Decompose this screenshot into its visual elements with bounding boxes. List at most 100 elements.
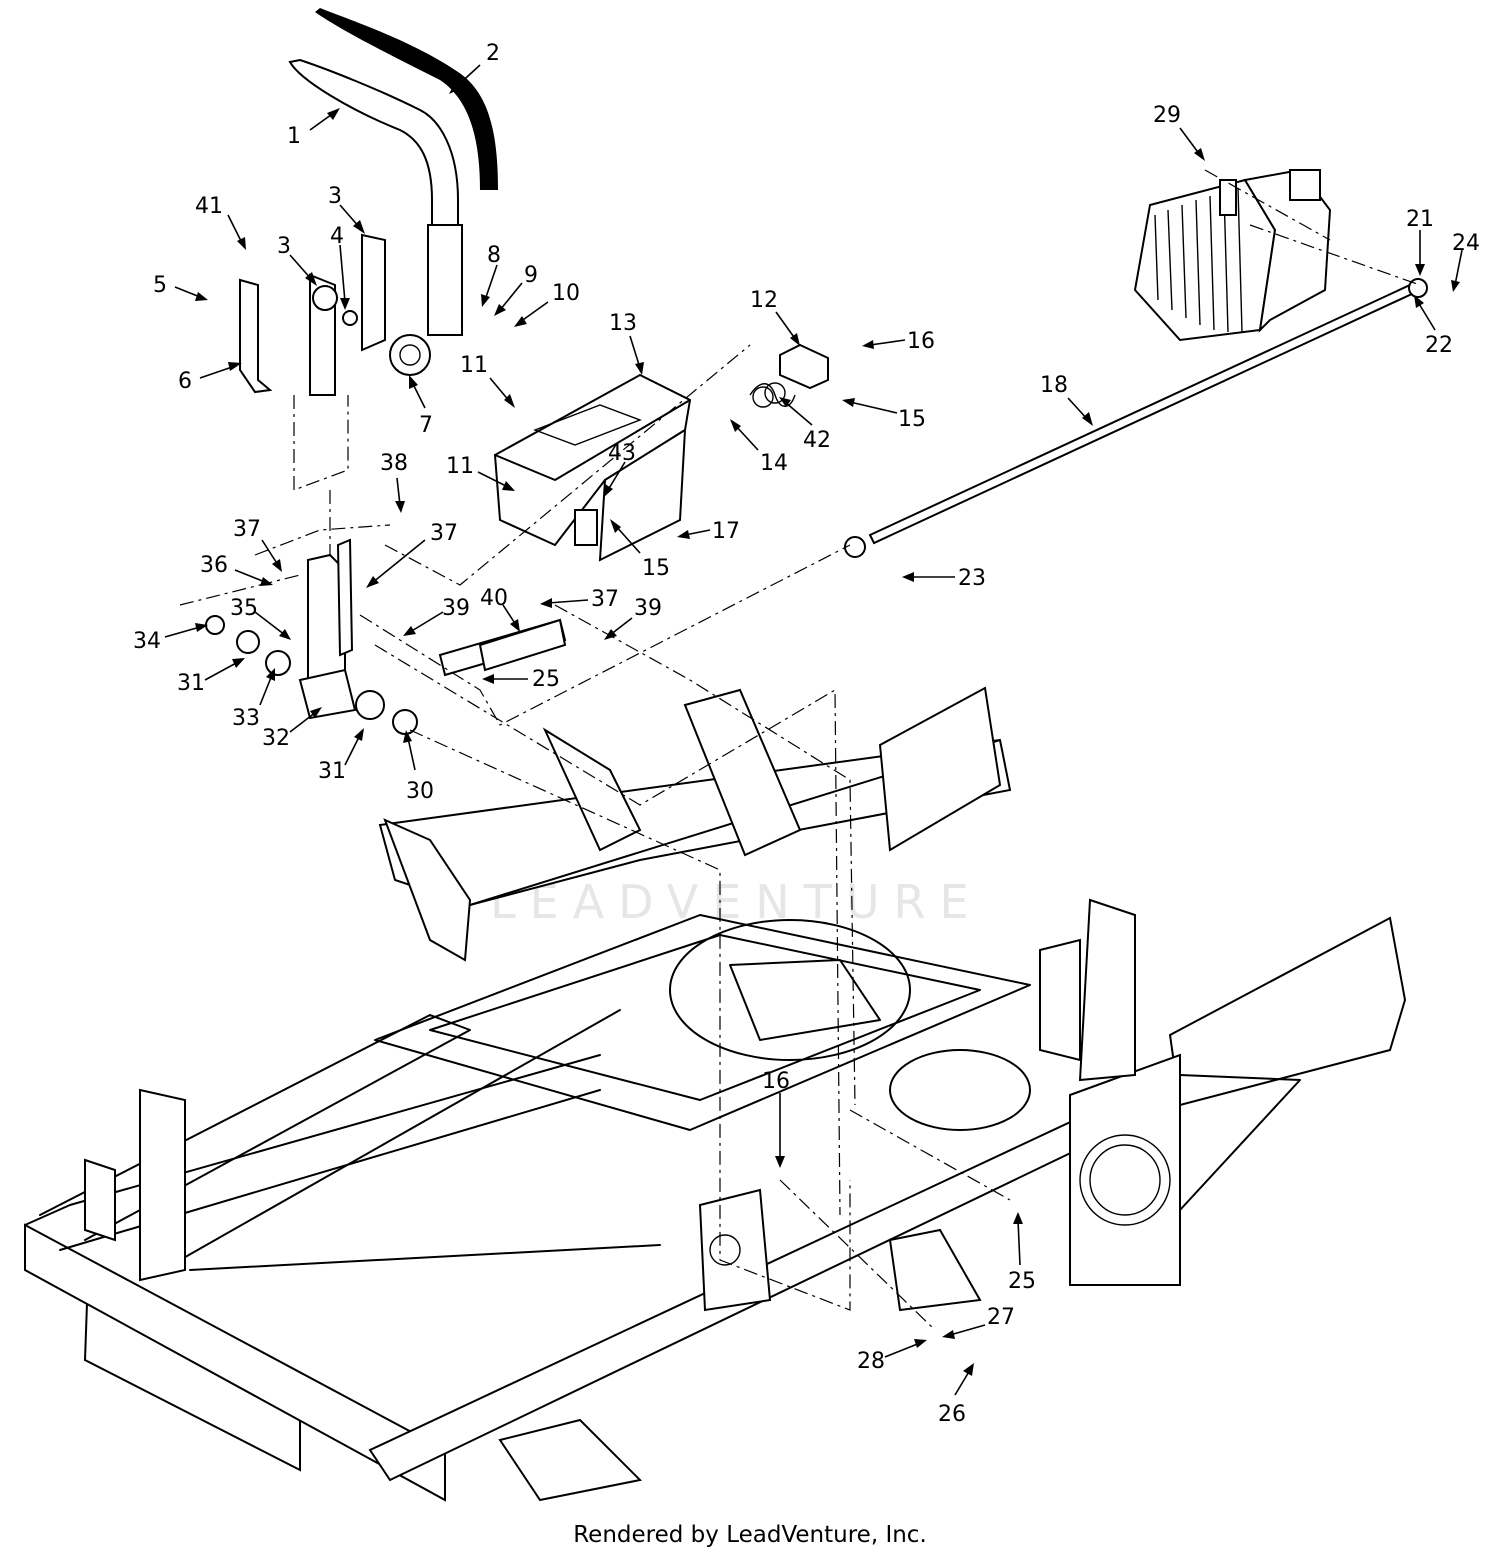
svg-text:40: 40 <box>480 586 508 611</box>
callout-13[interactable]: 13 <box>609 311 644 375</box>
svg-text:6: 6 <box>178 369 192 394</box>
callout-22[interactable]: 22 <box>1414 295 1453 358</box>
callout-43[interactable]: 43 <box>604 441 636 497</box>
svg-text:28: 28 <box>857 1349 885 1374</box>
damper-cylinder <box>438 618 567 677</box>
callout-32[interactable]: 32 <box>262 707 322 751</box>
callout-38[interactable]: 38 <box>380 451 408 513</box>
callout-31a[interactable]: 31 <box>177 658 245 696</box>
lower-lever-assembly <box>205 538 418 735</box>
callout-7[interactable]: 7 <box>409 375 433 438</box>
svg-text:38: 38 <box>380 451 408 476</box>
svg-text:8: 8 <box>487 243 501 268</box>
svg-text:29: 29 <box>1153 103 1181 128</box>
callout-2[interactable]: 2 <box>449 41 500 94</box>
svg-text:21: 21 <box>1406 207 1434 232</box>
callout-12[interactable]: 12 <box>750 288 800 346</box>
callout-30[interactable]: 30 <box>403 730 434 804</box>
svg-text:37: 37 <box>233 517 261 542</box>
mower-frame <box>24 686 1407 1502</box>
svg-text:7: 7 <box>419 413 433 438</box>
callout-15a[interactable]: 15 <box>842 398 926 432</box>
svg-text:31: 31 <box>318 759 346 784</box>
callout-5[interactable]: 5 <box>153 273 208 301</box>
callout-39a[interactable]: 39 <box>403 596 470 636</box>
assembly-guide-lines <box>179 169 1421 1331</box>
svg-text:34: 34 <box>133 629 161 654</box>
control-rod <box>844 278 1428 558</box>
svg-text:17: 17 <box>712 519 740 544</box>
svg-text:25: 25 <box>532 667 560 692</box>
callout-9[interactable]: 9 <box>494 263 538 316</box>
svg-text:37: 37 <box>430 521 458 546</box>
handle-grip <box>315 8 498 190</box>
svg-text:14: 14 <box>760 451 788 476</box>
svg-text:3: 3 <box>277 234 291 259</box>
callout-25b[interactable]: 25 <box>1008 1212 1036 1294</box>
callout-31b[interactable]: 31 <box>318 728 364 784</box>
callout-3b[interactable]: 3 <box>277 234 317 286</box>
svg-text:30: 30 <box>406 779 434 804</box>
svg-text:11: 11 <box>446 454 474 479</box>
svg-text:31: 31 <box>177 671 205 696</box>
callout-11b[interactable]: 11 <box>446 454 515 491</box>
svg-text:5: 5 <box>153 273 167 298</box>
control-tower-bracket <box>493 373 692 562</box>
callout-34[interactable]: 34 <box>133 623 208 654</box>
callout-25a[interactable]: 25 <box>482 667 560 692</box>
callout-10[interactable]: 10 <box>514 281 580 327</box>
callout-16a[interactable]: 16 <box>862 329 935 354</box>
callout-17[interactable]: 17 <box>677 519 740 544</box>
callout-18[interactable]: 18 <box>1040 373 1093 426</box>
svg-text:12: 12 <box>750 288 778 313</box>
callout-8[interactable]: 8 <box>481 243 501 307</box>
svg-text:2: 2 <box>486 41 500 66</box>
callout-11a[interactable]: 11 <box>460 353 515 408</box>
callout-6[interactable]: 6 <box>178 362 242 394</box>
steering-handle <box>288 58 463 336</box>
callout-14[interactable]: 14 <box>730 419 788 476</box>
svg-text:25: 25 <box>1008 1269 1036 1294</box>
callout-1[interactable]: 1 <box>287 108 340 149</box>
spring-bracket <box>749 343 829 408</box>
callout-24[interactable]: 24 <box>1451 231 1480 292</box>
svg-text:16: 16 <box>762 1069 790 1094</box>
callout-42[interactable]: 42 <box>779 397 831 453</box>
callout-21[interactable]: 21 <box>1406 207 1434 276</box>
svg-text:13: 13 <box>609 311 637 336</box>
callout-3a[interactable]: 3 <box>328 184 365 234</box>
callout-37c[interactable]: 37 <box>540 587 619 612</box>
callout-16b[interactable]: 16 <box>762 1069 790 1168</box>
svg-text:42: 42 <box>803 428 831 453</box>
callout-37a[interactable]: 37 <box>233 517 282 572</box>
svg-text:15: 15 <box>642 556 670 581</box>
callout-35[interactable]: 35 <box>230 596 291 640</box>
svg-text:24: 24 <box>1452 231 1480 256</box>
svg-text:4: 4 <box>330 224 344 249</box>
svg-text:9: 9 <box>524 263 538 288</box>
callout-37b[interactable]: 37 <box>366 521 458 588</box>
callout-39b[interactable]: 39 <box>604 596 662 640</box>
callout-41[interactable]: 41 <box>195 194 246 250</box>
svg-text:11: 11 <box>460 353 488 378</box>
svg-text:41: 41 <box>195 194 223 219</box>
svg-text:1: 1 <box>287 124 301 149</box>
callout-40[interactable]: 40 <box>480 586 520 632</box>
callout-26[interactable]: 26 <box>938 1363 974 1427</box>
lever-arms <box>239 233 431 396</box>
callout-15b[interactable]: 15 <box>610 519 670 581</box>
svg-text:33: 33 <box>232 706 260 731</box>
callout-28[interactable]: 28 <box>857 1339 927 1374</box>
callout-23[interactable]: 23 <box>902 566 986 591</box>
svg-text:39: 39 <box>442 596 470 621</box>
watermark-text: LEADVENTURE <box>490 875 983 929</box>
svg-text:27: 27 <box>987 1305 1015 1330</box>
part-callouts: 1 2 3 3 4 5 6 7 8 9 10 11 11 12 13 14 15… <box>133 41 1480 1427</box>
callout-33[interactable]: 33 <box>232 668 275 731</box>
callout-29[interactable]: 29 <box>1153 103 1205 161</box>
callout-27[interactable]: 27 <box>942 1305 1015 1339</box>
svg-text:39: 39 <box>634 596 662 621</box>
svg-text:22: 22 <box>1425 333 1453 358</box>
callout-4[interactable]: 4 <box>330 224 350 310</box>
callout-36[interactable]: 36 <box>200 553 273 586</box>
